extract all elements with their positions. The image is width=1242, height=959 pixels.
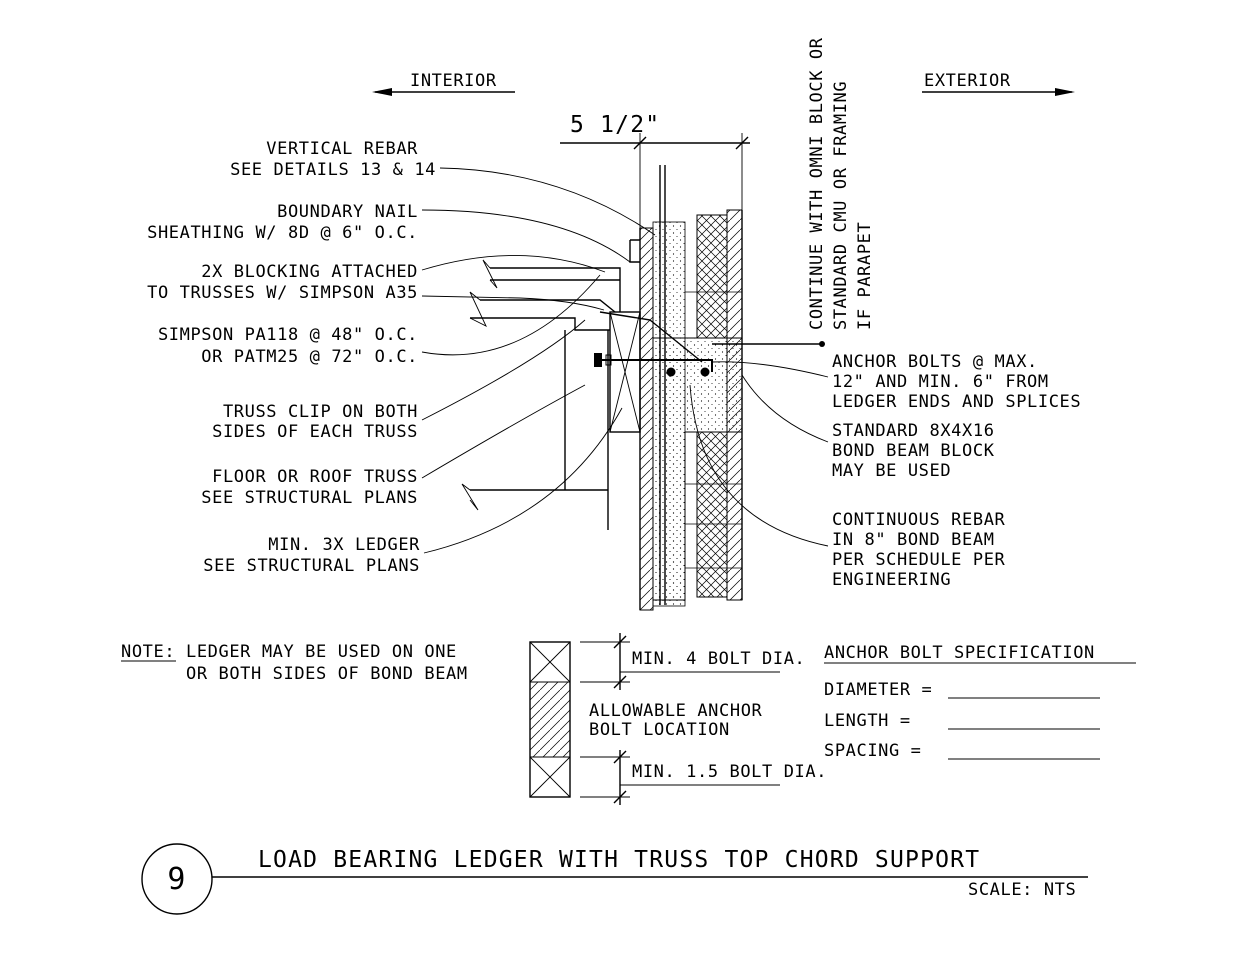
callout-bond-beam-1: STANDARD 8X4X16 xyxy=(832,421,995,441)
right-callouts: ANCHOR BOLTS @ MAX. 12" AND MIN. 6" FROM… xyxy=(689,341,1081,590)
blocking xyxy=(490,267,621,312)
callout-continuous-rebar-4: ENGINEERING xyxy=(832,570,951,590)
detail-scale: SCALE: NTS xyxy=(968,880,1076,900)
ledger xyxy=(609,311,641,433)
leader-truss xyxy=(421,384,586,479)
callout-truss-clip-2: SIDES OF EACH TRUSS xyxy=(212,422,418,442)
leader-boundary-nail xyxy=(421,209,631,263)
callout-continuous-rebar-2: IN 8" BOND BEAM xyxy=(832,530,995,550)
spec-row-diameter: DIAMETER = xyxy=(824,680,932,700)
interior-arrowhead xyxy=(372,88,392,96)
callout-truss-1: FLOOR OR ROOF TRUSS xyxy=(212,467,418,487)
callout-anchor-bolts-3: LEDGER ENDS AND SPLICES xyxy=(832,392,1081,412)
note-line-2: OR BOTH SIDES OF BOND BEAM xyxy=(186,664,468,684)
exterior-arrowhead xyxy=(1055,88,1075,96)
callout-anchor-bolts-1: ANCHOR BOLTS @ MAX. xyxy=(832,352,1038,372)
callout-vertical-rebar-1: VERTICAL REBAR xyxy=(266,139,418,159)
allowable-label-2: BOLT LOCATION xyxy=(589,720,730,740)
callout-vertical-rebar-2: SEE DETAILS 13 & 14 xyxy=(230,160,436,180)
parapet-note-line-2: STANDARD CMU OR FRAMING xyxy=(831,81,851,330)
dimension-text: 5 1/2" xyxy=(570,112,660,138)
parapet-note-line-3: IF PARAPET xyxy=(855,222,875,330)
anchor-bolt xyxy=(598,359,713,372)
left-callouts: VERTICAL REBAR SEE DETAILS 13 & 14 BOUND… xyxy=(147,139,656,576)
callout-blocking-2: TO TRUSSES W/ SIMPSON A35 xyxy=(147,283,418,303)
min-bottom-dimension: MIN. 1.5 BOLT DIA. xyxy=(632,762,827,782)
spec-title: ANCHOR BOLT SPECIFICATION xyxy=(824,643,1095,663)
detail-title: LOAD BEARING LEDGER WITH TRUSS TOP CHORD… xyxy=(258,847,980,873)
leader-blocking-a xyxy=(421,255,606,273)
callout-bond-beam-3: MAY BE USED xyxy=(832,461,951,481)
exterior-insulation-lower xyxy=(696,431,728,598)
bolt-location-diagram: MIN. 4 BOLT DIA. ALLOWABLE ANCHOR BOLT L… xyxy=(529,633,827,805)
allowable-bolt-zone xyxy=(529,681,571,758)
callout-simpson-pa-2: OR PATM25 @ 72" O.C. xyxy=(201,347,418,367)
callout-anchor-bolts-2: 12" AND MIN. 6" FROM xyxy=(832,372,1049,392)
callout-boundary-nail-2: SHEATHING W/ 8D @ 6" O.C. xyxy=(147,223,418,243)
callout-bond-beam-2: BOND BEAM BLOCK xyxy=(832,441,995,461)
callout-ledger-2: SEE STRUCTURAL PLANS xyxy=(203,556,420,576)
spec-row-length: LENGTH = xyxy=(824,711,911,731)
anchor-bolt-spec: ANCHOR BOLT SPECIFICATION DIAMETER = LEN… xyxy=(824,643,1136,761)
note-line-1: LEDGER MAY BE USED ON ONE xyxy=(186,642,457,662)
min-top-dimension: MIN. 4 BOLT DIA. xyxy=(632,649,805,669)
leader-bond-beam xyxy=(741,374,829,443)
callout-simpson-pa-1: SIMPSON PA118 @ 48" O.C. xyxy=(158,325,418,345)
detail-number-circle xyxy=(141,843,213,915)
parapet-note: CONTINUE WITH OMNI BLOCK OR STANDARD CMU… xyxy=(807,37,875,330)
interior-label: INTERIOR xyxy=(410,71,497,91)
leader-vertical-rebar xyxy=(439,167,656,236)
wall-section xyxy=(594,165,743,611)
leader-continuous-rebar xyxy=(689,384,829,547)
callout-truss-2: SEE STRUCTURAL PLANS xyxy=(201,488,418,508)
leader-blocking-b xyxy=(421,295,605,311)
ledger-note: NOTE: LEDGER MAY BE USED ON ONE OR BOTH … xyxy=(121,642,468,684)
interior-direction: INTERIOR xyxy=(372,71,515,96)
exterior-insulation-upper xyxy=(696,214,728,339)
exterior-label: EXTERIOR xyxy=(924,71,1011,91)
simpson-hanger xyxy=(629,239,640,263)
continuous-rebar-2 xyxy=(700,367,710,377)
leader-simpson-pa xyxy=(421,274,601,356)
wall-thickness-dimension: 5 1/2" xyxy=(560,112,750,228)
truss-top-chord xyxy=(480,299,616,313)
callout-boundary-nail-1: BOUNDARY NAIL xyxy=(277,202,418,222)
interior-insulation-face xyxy=(639,227,654,611)
callout-truss-clip-1: TRUSS CLIP ON BOTH xyxy=(223,402,418,422)
note-label: NOTE: xyxy=(121,642,175,662)
spec-row-spacing: SPACING = xyxy=(824,741,922,761)
leader-ledger xyxy=(423,407,623,554)
callout-ledger-1: MIN. 3X LEDGER xyxy=(268,535,420,555)
exterior-face xyxy=(726,209,743,601)
detail-title-block: 9 LOAD BEARING LEDGER WITH TRUSS TOP CHO… xyxy=(141,843,1088,915)
callout-continuous-rebar-3: PER SCHEDULE PER xyxy=(832,550,1006,570)
continuous-rebar-1 xyxy=(666,367,676,377)
parapet-note-line-1: CONTINUE WITH OMNI BLOCK OR xyxy=(807,37,827,330)
callout-continuous-rebar-1: CONTINUOUS REBAR xyxy=(832,510,1006,530)
callout-blocking-1: 2X BLOCKING ATTACHED xyxy=(201,262,418,282)
leader-truss-clip xyxy=(421,319,586,421)
exterior-direction: EXTERIOR xyxy=(922,71,1075,96)
ledger-and-truss xyxy=(461,239,703,530)
allowable-label-1: ALLOWABLE ANCHOR xyxy=(589,701,763,721)
detail-number: 9 xyxy=(167,862,186,897)
leader-anchor-bolts xyxy=(711,361,829,378)
